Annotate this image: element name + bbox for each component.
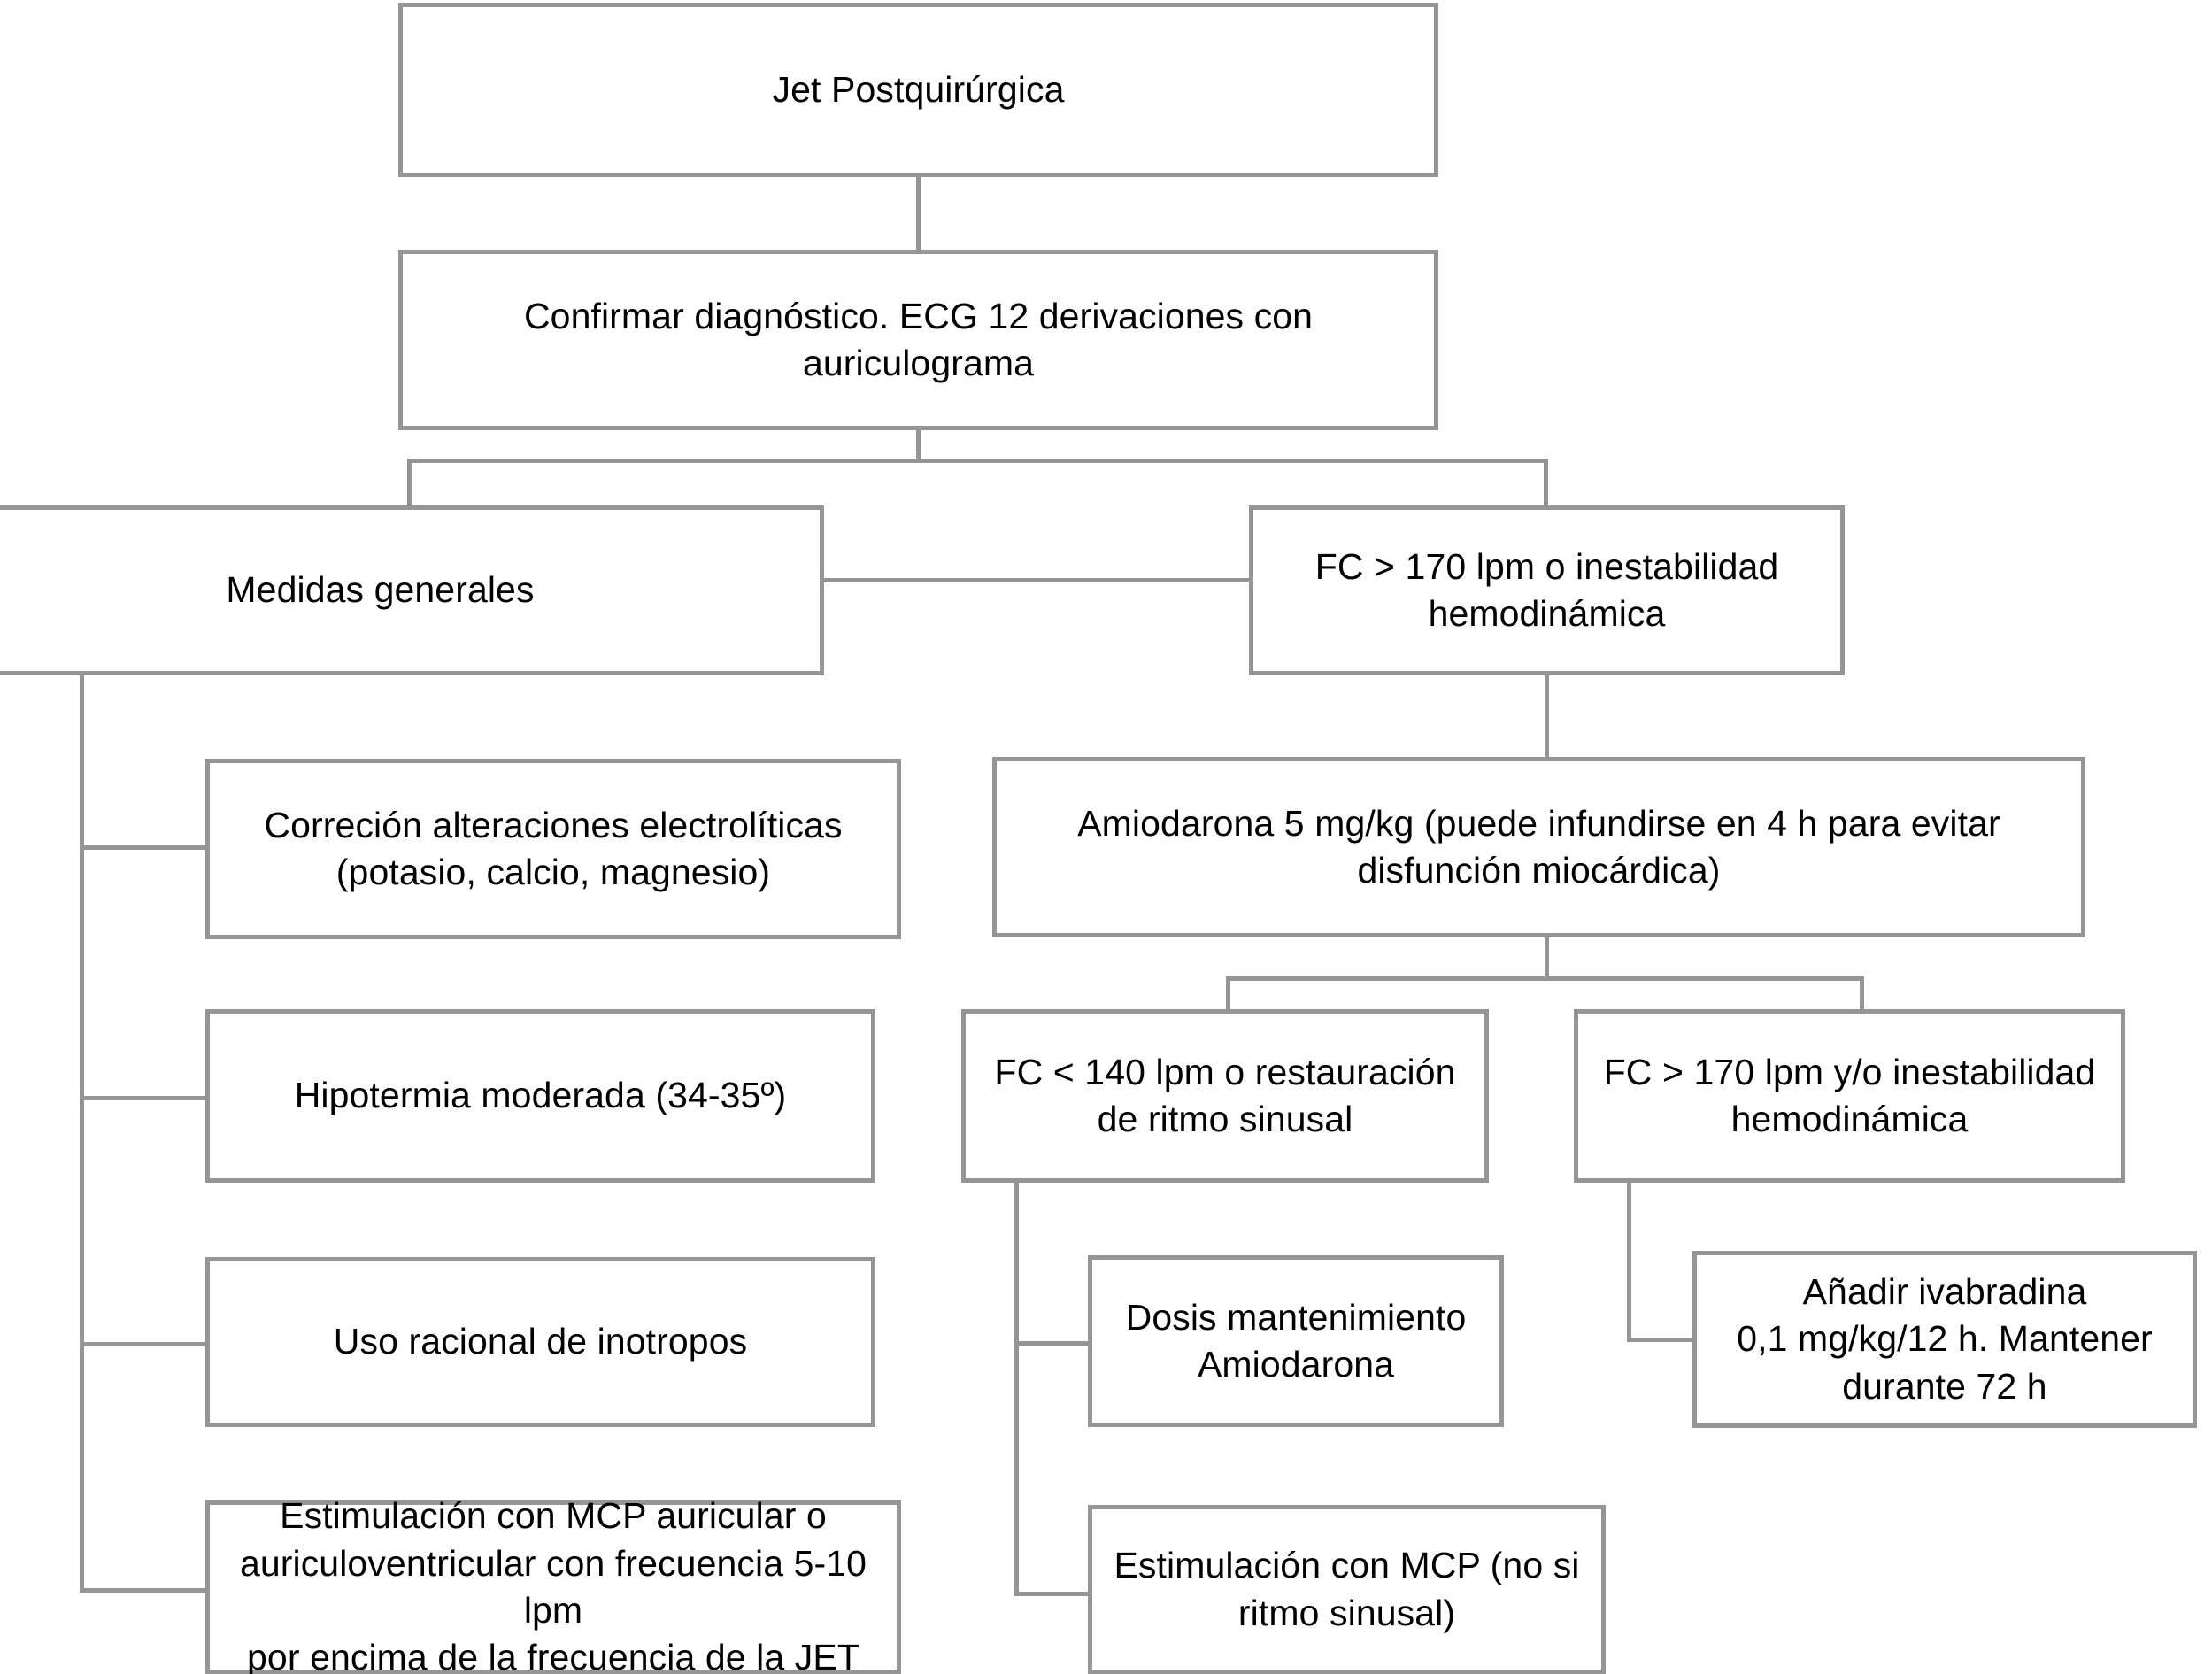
connector-fc170-to-amiodarona	[1545, 673, 1549, 760]
node-label: Amiodarona 5 mg/kg (puede infundirse en …	[1077, 802, 2000, 891]
connector-split-horizontal-top	[407, 459, 1548, 463]
node-label: Jet Postquirúrgica	[772, 68, 1065, 110]
connector-amio-split-left-down	[1226, 976, 1230, 1014]
node-label: Confirmar diagnóstico. ECG 12 derivacion…	[523, 295, 1314, 383]
connector-split-right-down	[1544, 459, 1548, 510]
node-jet-postquirurgica[interactable]: Jet Postquirúrgica	[398, 3, 1438, 177]
connector-stub-inotropos	[80, 1342, 210, 1346]
node-label: Añadir ivabradina 0,1 mg/kg/12 h. Manten…	[1737, 1271, 2153, 1407]
node-anadir-ivabradina[interactable]: Añadir ivabradina 0,1 mg/kg/12 h. Manten…	[1692, 1251, 2197, 1428]
connector-split-left-down	[407, 459, 412, 510]
node-label: Medidas generales	[226, 569, 535, 611]
node-label: Hipotermia moderada (34-35º)	[294, 1075, 787, 1116]
connector-stub-mcp-auricular	[80, 1588, 210, 1593]
connector-amio-split-right-down	[1860, 976, 1864, 1014]
node-estimulacion-mcp-no-sinusal[interactable]: Estimulación con MCP (no si ritmo sinusa…	[1088, 1505, 1606, 1674]
connector-amiodarona-down-stub	[1545, 935, 1549, 978]
node-confirmar-diagnostico[interactable]: Confirmar diagnóstico. ECG 12 derivacion…	[398, 250, 1438, 430]
connector-medidas-to-fc170	[822, 578, 1252, 582]
node-label: FC > 170 lpm y/o inestabilidad hemodinám…	[1603, 1051, 2096, 1139]
node-medidas-generales[interactable]: Medidas generales	[0, 505, 824, 675]
connector-stub-mcp-no-sinusal	[1014, 1592, 1094, 1596]
connector-stub-correccion	[80, 845, 210, 850]
connector-medidas-left-spine	[80, 673, 84, 1592]
node-label: FC < 140 lpm o restauración de ritmo sin…	[994, 1051, 1456, 1139]
node-uso-inotropos[interactable]: Uso racional de inotropos	[205, 1257, 875, 1427]
node-fc-170-yo-inestabilidad[interactable]: FC > 170 lpm y/o inestabilidad hemodinám…	[1574, 1009, 2125, 1183]
node-label: Correción alteraciones electrolíticas (p…	[264, 804, 843, 892]
node-estimulacion-mcp-auricular[interactable]: Estimulación con MCP auricular o auricul…	[205, 1495, 901, 1674]
connector-amio-split-horizontal	[1226, 976, 1864, 981]
connector-stub-dosis-mantenimiento	[1014, 1341, 1094, 1346]
connector-fc170yo-left-spine	[1627, 1180, 1631, 1340]
connector-stub-hipotermia	[80, 1096, 210, 1100]
node-label: FC > 170 lpm o inestabilidad hemodinámic…	[1314, 545, 1779, 634]
node-hipotermia-moderada[interactable]: Hipotermia moderada (34-35º)	[205, 1009, 875, 1183]
node-fc-140-ritmo-sinusal[interactable]: FC < 140 lpm o restauración de ritmo sin…	[961, 1009, 1489, 1183]
node-correccion-electroliticas[interactable]: Correción alteraciones electrolíticas (p…	[205, 759, 901, 939]
node-fc-170-inestabilidad[interactable]: FC > 170 lpm o inestabilidad hemodinámic…	[1249, 505, 1845, 675]
connector-confirmar-down-stub	[916, 430, 921, 460]
node-label: Estimulación con MCP auricular o auricul…	[239, 1495, 867, 1674]
connector-jet-to-confirmar	[916, 177, 921, 251]
connector-fc140-left-spine	[1014, 1180, 1019, 1594]
node-label: Estimulación con MCP (no si ritmo sinusa…	[1114, 1545, 1580, 1633]
node-amiodarona-carga[interactable]: Amiodarona 5 mg/kg (puede infundirse en …	[992, 757, 2085, 937]
node-dosis-mantenimiento[interactable]: Dosis mantenimiento Amiodarona	[1088, 1255, 1504, 1427]
connector-stub-ivabradina	[1627, 1338, 1699, 1342]
node-label: Uso racional de inotropos	[333, 1321, 748, 1362]
node-label: Dosis mantenimiento Amiodarona	[1125, 1296, 1467, 1385]
